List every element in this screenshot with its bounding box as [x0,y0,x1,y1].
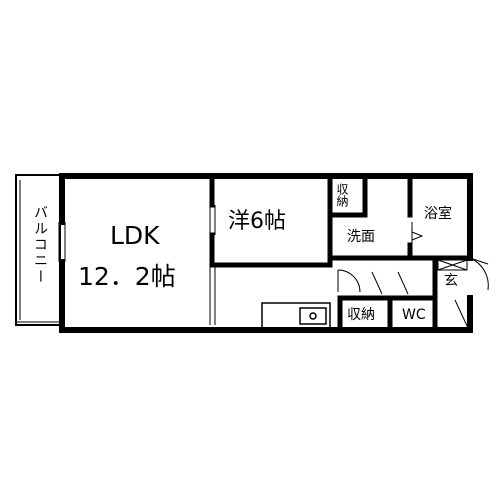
bath-door [411,222,424,245]
storage-bottom-label: 収納 [347,307,375,323]
kitchen-counter [261,302,331,329]
ldk-name-label: LDK [110,221,160,250]
washroom-label: 洗面 [347,229,375,245]
sliding-door [209,205,216,325]
toilet-label: WC [402,307,426,323]
ldk-size-label: 12．2帖 [78,262,176,291]
entrance-shoebox [437,259,468,271]
interior-walls [209,173,473,333]
balcony-label: バルコニー [32,205,48,285]
western-room-label: 洋6帖 [228,209,286,234]
door-swings [337,257,489,329]
ldk-window [58,222,66,262]
entrance-label: 玄 [444,272,458,289]
bathroom-label: 浴室 [424,205,452,222]
storage-top-label: 収納 [335,183,349,207]
outer-walls [59,173,473,333]
balcony [15,174,61,326]
